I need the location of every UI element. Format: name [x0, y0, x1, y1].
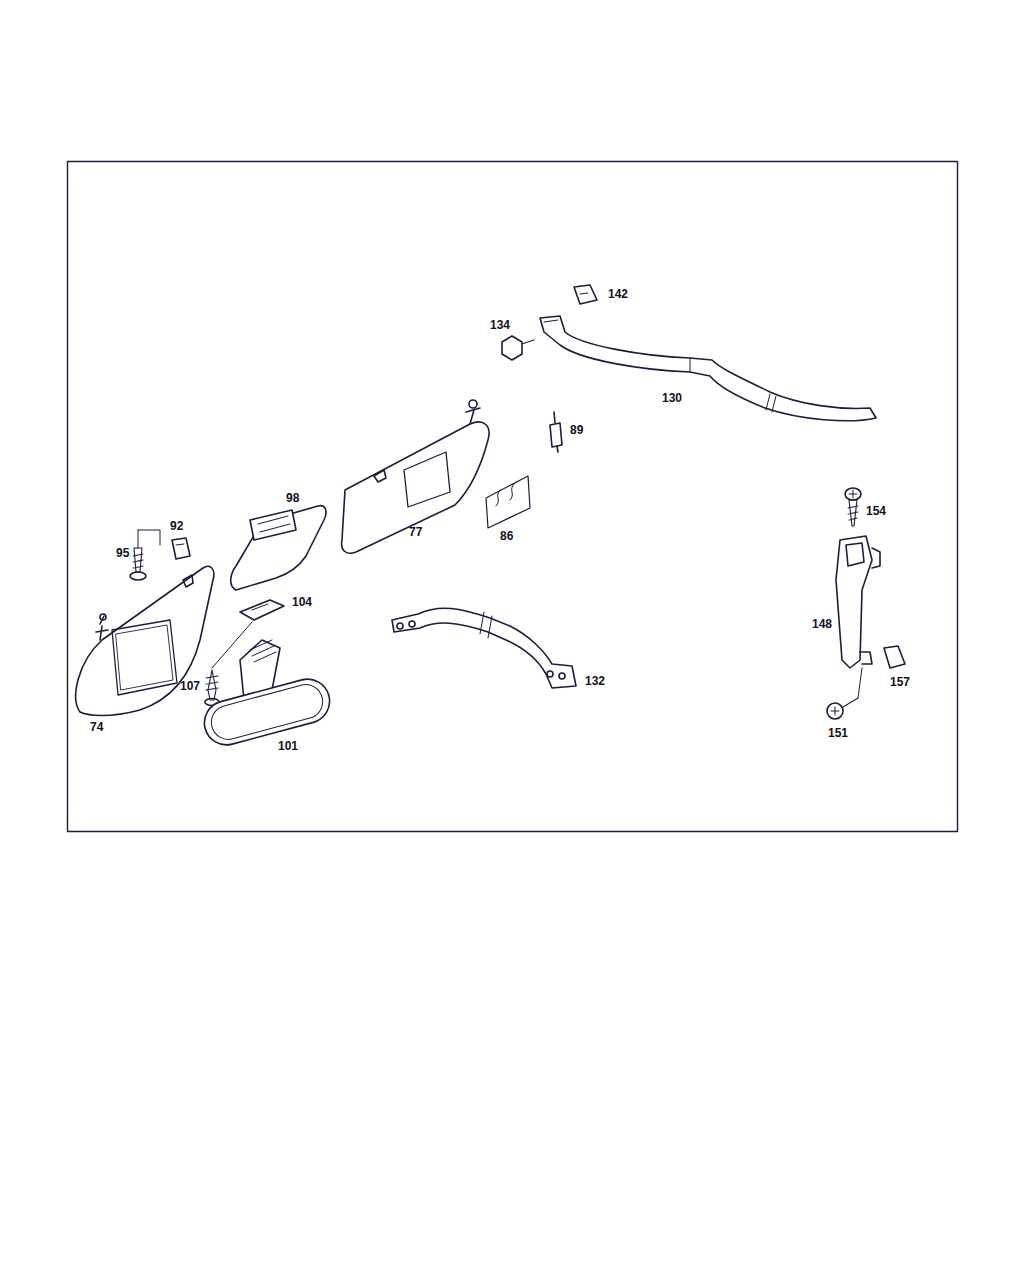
callout-number: 154: [866, 504, 886, 518]
callout-number: 77: [409, 525, 422, 539]
callout-number: 142: [608, 287, 628, 301]
callout-number: 101: [278, 739, 298, 753]
callout-number: 132: [585, 674, 605, 688]
callout-number: 134: [490, 318, 510, 332]
callout-number: 74: [90, 720, 103, 734]
callout-number: 89: [570, 423, 583, 437]
callout-number: 151: [828, 726, 848, 740]
callout-number: 98: [286, 491, 299, 505]
callout-number: 107: [180, 679, 200, 693]
callout-number: 95: [116, 546, 129, 560]
callout-number: 86: [500, 529, 513, 543]
callout-number: 157: [890, 675, 910, 689]
callout-number: 148: [812, 617, 832, 631]
callout-number: 130: [662, 391, 682, 405]
callout-number: 92: [170, 519, 183, 533]
callout-number: 104: [292, 595, 312, 609]
